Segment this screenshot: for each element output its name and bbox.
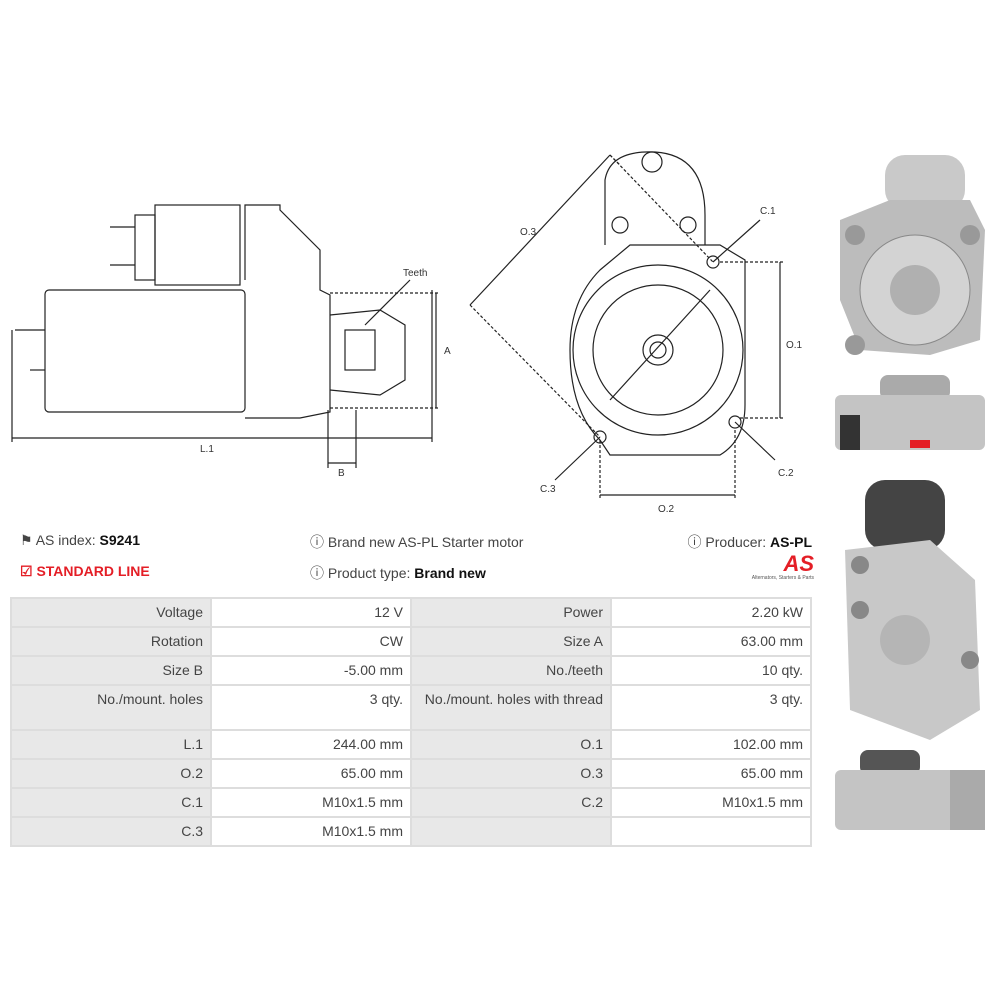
b-label: B	[338, 468, 345, 479]
checkbox-icon: ☑	[20, 563, 33, 579]
standard-line-badge: ☑ STANDARD LINE	[20, 563, 150, 579]
spec-value: 10 qty.	[610, 655, 812, 686]
spec-value: 3 qty.	[210, 684, 412, 731]
tags-icon: ⚑	[20, 532, 33, 548]
spec-label: Voltage	[10, 597, 212, 628]
spec-label: No./mount. holes	[10, 684, 212, 731]
info-icon: ⓘ	[310, 565, 324, 581]
a-label: A	[444, 346, 451, 357]
spec-value: 65.00 mm	[210, 758, 412, 789]
product-type: ⓘ Product type: Brand new	[310, 565, 486, 581]
photo-rear	[845, 480, 980, 740]
spec-value	[610, 816, 812, 847]
spec-label: No./teeth	[410, 655, 612, 686]
photo-front	[840, 155, 985, 355]
teeth-label: Teeth	[403, 268, 427, 279]
c2-label: C.2	[778, 468, 794, 479]
spec-label: O.3	[410, 758, 612, 789]
spec-value: -5.00 mm	[210, 655, 412, 686]
spec-label: Size A	[410, 626, 612, 657]
as-index-value: S9241	[99, 532, 140, 548]
spec-label: C.1	[10, 787, 212, 818]
producer: ⓘ Producer: AS-PL	[687, 534, 812, 550]
spec-value: M10x1.5 mm	[610, 787, 812, 818]
spec-value: 244.00 mm	[210, 729, 412, 760]
spec-value: 102.00 mm	[610, 729, 812, 760]
photo-side-2	[835, 750, 985, 830]
spec-label: Power	[410, 597, 612, 628]
description: ⓘ Brand new AS-PL Starter motor	[310, 534, 524, 550]
spec-label: C.2	[410, 787, 612, 818]
spec-value: 2.20 kW	[610, 597, 812, 628]
spec-value: 65.00 mm	[610, 758, 812, 789]
spec-value: 3 qty.	[610, 684, 812, 731]
o3-label: O.3	[520, 227, 537, 238]
spec-value: CW	[210, 626, 412, 657]
info-icon: ⓘ	[310, 534, 324, 550]
spec-value: 12 V	[210, 597, 412, 628]
spec-label: O.1	[410, 729, 612, 760]
o1-label: O.1	[786, 340, 803, 351]
front-view-drawing: O.3 O.1 O.2 C.1 C.2 C.3	[469, 151, 803, 515]
spec-label: No./mount. holes with thread	[410, 684, 612, 731]
spec-label: Size B	[10, 655, 212, 686]
spec-label: L.1	[10, 729, 212, 760]
o2-label: O.2	[658, 504, 675, 515]
spec-label: Rotation	[10, 626, 212, 657]
l1-label: L.1	[200, 444, 214, 455]
spec-value: M10x1.5 mm	[210, 787, 412, 818]
as-pl-logo: AS Alternators, Starters & Parts	[751, 551, 814, 582]
as-index: ⚑ AS index: S9241	[20, 532, 140, 548]
product-photos	[835, 155, 985, 830]
info-icon: ⓘ	[687, 534, 702, 550]
side-view-drawing: Teeth A B L.1	[11, 204, 451, 479]
spec-label: C.3	[10, 816, 212, 847]
spec-value: M10x1.5 mm	[210, 816, 412, 847]
spec-label	[410, 816, 612, 847]
c3-label: C.3	[540, 484, 556, 495]
spec-label: O.2	[10, 758, 212, 789]
c1-label: C.1	[760, 206, 776, 217]
photo-side-1	[835, 375, 985, 450]
spec-value: 63.00 mm	[610, 626, 812, 657]
